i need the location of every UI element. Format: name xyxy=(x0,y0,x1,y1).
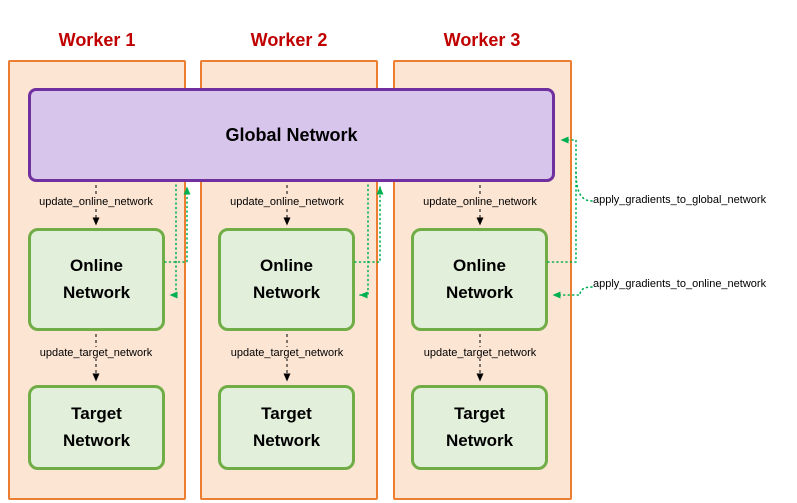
update-target-label-3: update_target_network xyxy=(422,347,538,359)
apply-gradients-to-online-label: apply_gradients_to_online_network xyxy=(593,278,767,290)
update-target-label-2: update_target_network xyxy=(229,347,345,359)
target-network-label-3: Target Network xyxy=(445,404,514,450)
online-network-box-2: Online Network xyxy=(218,228,355,331)
update-online-label-2: update_online_network xyxy=(229,196,345,208)
worker-1-title: Worker 1 xyxy=(58,30,136,50)
apply-gradients-to-global-connector xyxy=(575,169,593,202)
apply-gradients-to-global-label: apply_gradients_to_global_network xyxy=(593,194,767,206)
target-network-label-1: Target Network xyxy=(62,404,131,450)
target-network-label-2: Target Network xyxy=(252,404,321,450)
online-network-label-2: Online Network xyxy=(252,256,321,302)
worker-2-title: Worker 2 xyxy=(250,30,328,50)
update-online-label-3: update_online_network xyxy=(422,196,538,208)
global-network-label: Global Network xyxy=(225,124,358,145)
update-online-label-1: update_online_network xyxy=(38,196,154,208)
target-network-box-2: Target Network xyxy=(218,385,355,470)
update-target-label-1: update_target_network xyxy=(38,347,154,359)
target-network-box-3: Target Network xyxy=(411,385,548,470)
worker-3-title: Worker 3 xyxy=(443,30,521,50)
online-network-label-1: Online Network xyxy=(62,256,131,302)
target-network-box-1: Target Network xyxy=(28,385,165,470)
online-network-box-3: Online Network xyxy=(411,228,548,331)
online-network-label-3: Online Network xyxy=(445,256,514,302)
online-network-box-1: Online Network xyxy=(28,228,165,331)
global-network-box: Global Network xyxy=(28,88,555,182)
